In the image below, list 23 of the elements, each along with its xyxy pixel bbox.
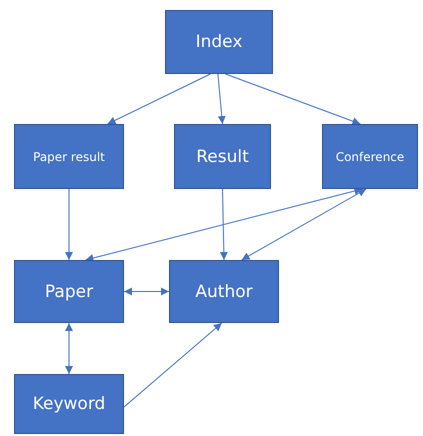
- entity-box: [174, 124, 271, 189]
- entity-label: Paper: [44, 282, 94, 302]
- entity-box: [14, 374, 124, 434]
- entity-label: Conference: [336, 150, 404, 164]
- entity-box: [165, 10, 273, 74]
- entity-box: [14, 260, 124, 323]
- entity-label: Paper result: [33, 150, 105, 164]
- arrow: [217, 74, 226, 124]
- arrow: [124, 288, 170, 296]
- arrow: [107, 74, 211, 124]
- arrow: [241, 188, 367, 260]
- entity-box: [169, 260, 279, 323]
- arrow: [224, 74, 361, 125]
- entity-label: Index: [196, 32, 242, 52]
- arrow: [220, 188, 228, 260]
- entity-box: [14, 124, 124, 189]
- entity-label: Result: [196, 146, 249, 166]
- entity-label: Author: [195, 282, 253, 302]
- arrow: [65, 322, 73, 374]
- arrow: [65, 188, 73, 260]
- entity-box: [322, 124, 418, 189]
- arrow: [124, 322, 222, 408]
- entity-label: Keyword: [32, 394, 106, 414]
